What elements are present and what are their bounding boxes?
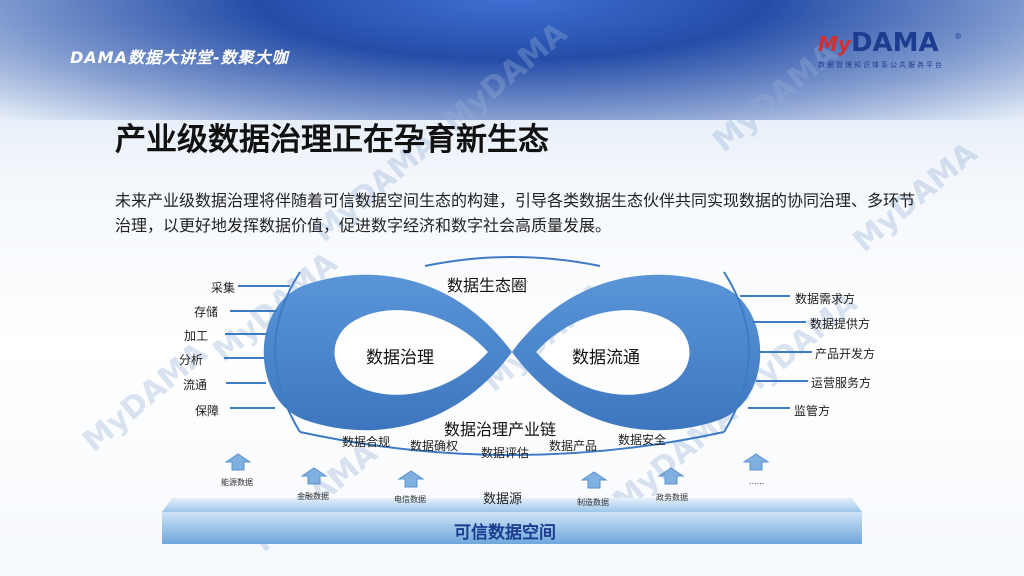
chain-item: 数据确权 xyxy=(410,439,459,453)
source-item: ...... xyxy=(749,477,765,486)
left-item: 采集 xyxy=(211,281,236,295)
left-connectors xyxy=(224,285,290,409)
sources-label: 数据源 xyxy=(483,492,523,507)
infinity-loop xyxy=(263,274,761,431)
platform-front xyxy=(162,512,862,544)
ecosystem-label: 数据生态圈 xyxy=(447,276,528,295)
logo-my: My xyxy=(818,32,851,56)
trusted-data-space-label: 可信数据空间 xyxy=(454,523,556,543)
chain-item: 数据合规 xyxy=(342,435,391,449)
chain-item: 数据产品 xyxy=(549,439,598,453)
logo: MyDAMA ® 数据管理知识体系公共服务平台 xyxy=(818,28,968,78)
left-item: 分析 xyxy=(179,353,204,367)
right-item: 运营服务方 xyxy=(811,376,872,390)
logo-wordmark: MyDAMA xyxy=(818,28,968,58)
circulation-label: 数据流通 xyxy=(572,348,640,368)
left-bracket xyxy=(274,271,301,433)
source-arrows xyxy=(224,453,770,489)
right-item: 产品开发方 xyxy=(815,347,876,361)
page-title: 产业级数据治理正在孕育新生态 xyxy=(115,122,549,158)
right-item: 数据提供方 xyxy=(810,317,871,331)
source-item: 制造数据 xyxy=(577,498,609,507)
right-item: 数据需求方 xyxy=(795,292,856,306)
bottom-arc xyxy=(299,431,725,456)
top-arc xyxy=(424,256,601,267)
chain-item: 数据安全 xyxy=(618,433,667,447)
left-item: 存储 xyxy=(194,305,219,319)
series-title: DAMA数据大讲堂-数聚大咖 xyxy=(70,48,289,67)
right-connectors xyxy=(740,295,812,409)
left-item: 加工 xyxy=(184,329,209,343)
right-item: 监管方 xyxy=(794,404,831,418)
source-item: 能源数据 xyxy=(221,478,253,487)
logo-dama: DAMA xyxy=(850,28,939,58)
source-item: 电信数据 xyxy=(394,495,426,504)
description-text: 未来产业级数据治理将伴随着可信数据空间生态的构建，引导各类数据生态伙伴共同实现数… xyxy=(115,191,916,235)
source-item: 政务数据 xyxy=(656,493,688,502)
industry-chain-label: 数据治理产业链 xyxy=(444,420,557,439)
source-item: 金融数据 xyxy=(297,492,329,501)
platform-top xyxy=(162,498,862,512)
logo-registered-mark: ® xyxy=(954,32,962,41)
governance-label: 数据治理 xyxy=(366,348,434,368)
logo-subtitle: 数据管理知识体系公共服务平台 xyxy=(818,61,944,69)
left-item: 保障 xyxy=(195,404,220,418)
left-item: 流通 xyxy=(183,378,208,392)
right-bracket xyxy=(723,271,750,433)
header-band xyxy=(0,0,1024,120)
chain-item: 数据评估 xyxy=(481,446,530,460)
